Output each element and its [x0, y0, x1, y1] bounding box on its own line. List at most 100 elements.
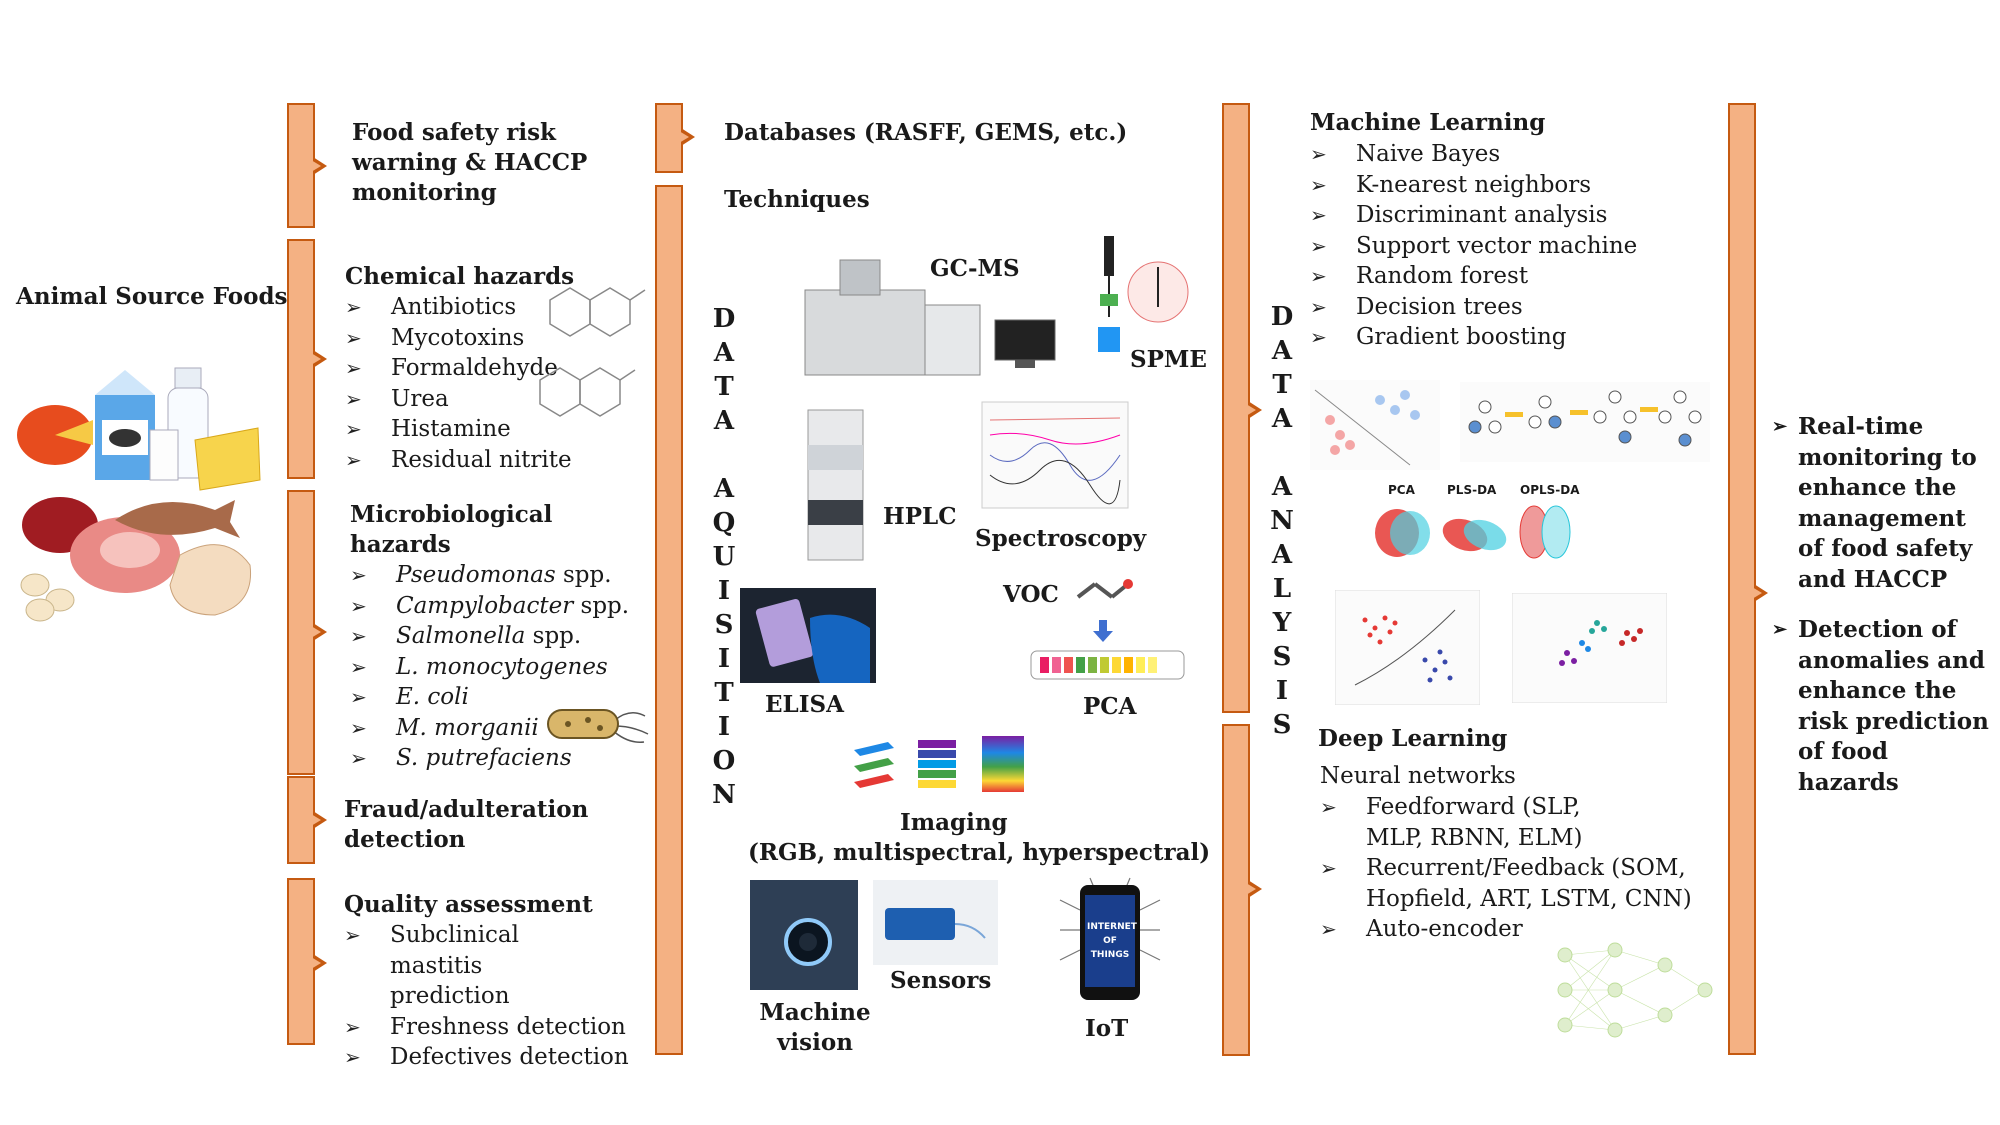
voc-molecule-icon: [1076, 579, 1133, 599]
organism-suffix: spp.: [525, 623, 582, 649]
eggs-icon: [20, 573, 75, 622]
organism-suffix: spp.: [573, 592, 630, 619]
vertical-letter: Q: [712, 508, 736, 538]
databases-heading: Databases (RASFF, GEMS, etc.): [724, 119, 1128, 146]
list-item: Salmonella spp.: [350, 621, 629, 652]
arrow-outcomes: [1752, 584, 1768, 602]
plsda-ellipse-plot: [1442, 518, 1507, 552]
gcms-instrument-icon: [804, 259, 1056, 376]
oplsda-ellipse-plot: [1519, 505, 1571, 559]
sensors-label: Sensors: [890, 967, 992, 994]
spme-device-icon: [1098, 236, 1189, 352]
list-item: L. monocytogenes: [350, 652, 629, 683]
microbiological-hazards-block: Microbiological hazards Pseudomonas spp.…: [350, 500, 629, 774]
vertical-letter: N: [712, 780, 736, 810]
cheese-wedge-icon: [194, 427, 261, 491]
arrow-deep-learning: [1246, 880, 1262, 898]
chicken-icon: [169, 544, 252, 616]
vertical-letter: I: [717, 576, 731, 606]
iot-label: IoT: [1085, 1015, 1129, 1042]
arrow-warning: [311, 157, 327, 175]
organism-name: Campylobacter: [396, 592, 574, 619]
neural-networks-subheading: Neural networks: [1320, 763, 1516, 789]
oplsda-plot-label: OPLS-DA: [1520, 483, 1580, 497]
fish-icon: [115, 500, 240, 538]
microbiological-hazards-list: Pseudomonas spp. Campylobacter spp. Salm…: [350, 560, 629, 774]
imaging-cubes-icon: [854, 736, 1024, 792]
vertical-gap: [704, 438, 744, 472]
quality-assessment-heading: Quality assessment: [344, 891, 593, 918]
vertical-gap: [1262, 436, 1302, 470]
list-item: Decision trees: [1310, 292, 1637, 323]
bar-outcomes: [1728, 103, 1756, 1055]
list-item: Detection of anomalies and enhance the r…: [1772, 615, 1994, 798]
machine-vision-label: Machine vision: [759, 999, 871, 1056]
vertical-letter: A: [713, 474, 735, 504]
spectroscopy-spectra-icon: [981, 401, 1129, 509]
vertical-letter: S: [1272, 710, 1292, 740]
vertical-letter: L: [1272, 574, 1292, 604]
techniques-heading: Techniques: [724, 186, 870, 213]
vertical-letter: A: [1271, 540, 1293, 570]
list-item: M. morganii: [350, 713, 629, 744]
list-item: Auto-encoder: [1320, 914, 1696, 945]
chemical-hazards-block: Chemical hazards Antibiotics Mycotoxins …: [345, 262, 574, 475]
iot-phone-icon: [1059, 877, 1161, 1000]
arrow-databases: [679, 128, 695, 146]
list-item: Random forest: [1310, 261, 1637, 292]
arrow-quality: [311, 954, 327, 972]
down-arrow-icon: [1093, 620, 1113, 642]
animal-source-foods-title: Animal Source Foods: [16, 283, 288, 310]
vertical-letter: O: [712, 746, 736, 776]
vertical-letter: S: [1272, 642, 1292, 672]
chemical-hazards-heading: Chemical hazards: [345, 263, 575, 290]
list-item: Pseudomonas spp.: [350, 560, 629, 591]
vertical-letter: A: [1271, 336, 1293, 366]
bar-microbiological: [287, 490, 315, 775]
pca-plot-label: PCA: [1388, 483, 1415, 497]
machine-learning-block: Machine Learning Naive Bayes K-nearest n…: [1310, 108, 1637, 353]
data-acquisition-vertical-label: D A T A A Q U I S I T I O N: [704, 302, 744, 812]
vertical-letter: N: [1270, 506, 1294, 536]
machine-vision-photo-icon: [750, 880, 858, 990]
list-item: Gradient boosting: [1310, 322, 1637, 353]
imaging-subtitle: (RGB, multispectral, hyperspectral): [748, 839, 1211, 866]
list-item: Histamine: [345, 414, 574, 445]
list-item: S. putrefaciens: [350, 743, 629, 774]
list-item: Freshness detection: [344, 1012, 644, 1043]
list-item: Naive Bayes: [1310, 139, 1637, 170]
list-item: Urea: [345, 384, 574, 415]
arrow-fraud: [311, 811, 327, 829]
organism-name: S. putrefaciens: [396, 745, 572, 771]
warning-heading: Food safety risk warning & HACCP monitor…: [352, 119, 588, 206]
voc-label: VOC: [1003, 581, 1059, 608]
pca-label: PCA: [1083, 693, 1137, 720]
spectroscopy-label: Spectroscopy: [975, 525, 1147, 552]
organism-name: E. coli: [396, 684, 469, 710]
list-item: Subclinical mastitis prediction: [344, 920, 605, 1012]
vertical-letter: T: [714, 372, 734, 402]
vertical-letter: I: [717, 644, 731, 674]
arrow-microbiological: [311, 623, 327, 641]
vertical-letter: T: [1272, 370, 1292, 400]
list-item: Real-time monitoring to enhance the mana…: [1772, 412, 1994, 595]
outcomes-list: Real-time monitoring to enhance the mana…: [1772, 412, 1994, 798]
arrow-chemical: [311, 350, 327, 368]
bar-acquisition: [655, 185, 683, 1055]
arrow-machine-learning: [1246, 401, 1262, 419]
organism-name: L. monocytogenes: [396, 653, 608, 680]
milk-carton-icon: [95, 370, 155, 480]
clustering-scatter-thumbnail: [1335, 590, 1480, 705]
gcms-label: GC-MS: [930, 255, 1020, 282]
neural-network-thumbnail: [1557, 942, 1713, 1038]
hplc-label: HPLC: [883, 503, 957, 530]
vertical-letter: A: [713, 338, 735, 368]
list-item: Discriminant analysis: [1310, 200, 1637, 231]
list-item: Support vector machine: [1310, 231, 1637, 262]
deep-learning-list: Feedforward (SLP, MLP, RBNN, ELM) Recurr…: [1320, 792, 1696, 945]
list-item: Feedforward (SLP, MLP, RBNN, ELM): [1320, 792, 1636, 853]
quality-assessment-block: Quality assessment Subclinical mastitis …: [344, 890, 644, 1073]
deep-learning-heading: Deep Learning: [1318, 725, 1508, 752]
organism-suffix: spp.: [555, 562, 612, 588]
vertical-letter: S: [714, 610, 734, 640]
